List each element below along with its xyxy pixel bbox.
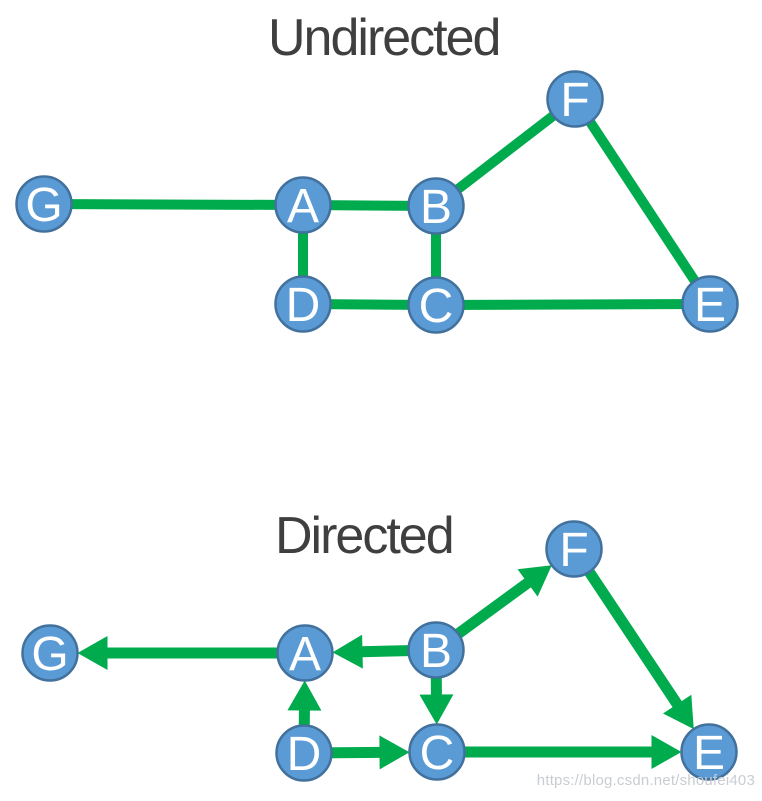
arrowhead-directed-B-to-A (332, 634, 363, 669)
node-undirected-A (274, 176, 332, 234)
node-label-undirected-G: G (25, 179, 62, 232)
node-label-directed-G: G (31, 628, 68, 681)
node-directed-B (407, 621, 465, 679)
node-undirected-D (274, 275, 332, 333)
node-directed-A (276, 624, 334, 682)
node-undirected-F (546, 70, 604, 128)
node-directed-D (275, 724, 333, 782)
node-label-undirected-F: F (560, 74, 589, 127)
node-label-directed-C: C (420, 727, 455, 780)
watermark-url: https://blog.csdn.net/shoufei403 (536, 772, 755, 789)
edge-undirected-B-F (432, 95, 579, 210)
node-label-directed-A: A (289, 628, 321, 681)
edge-directed-F-to-E (569, 545, 683, 709)
node-label-undirected-D: D (286, 279, 321, 332)
node-directed-F (545, 520, 603, 578)
node-label-undirected-C: C (419, 280, 454, 333)
node-label-undirected-A: A (287, 180, 319, 233)
node-directed-E (680, 723, 738, 781)
node-undirected-C (407, 276, 465, 334)
node-undirected-B (407, 177, 465, 235)
arrowhead-directed-D-to-C (379, 735, 410, 770)
edge-undirected-G-A (43, 199, 304, 210)
edge-undirected-C-E (435, 299, 711, 310)
node-label-directed-B: B (420, 625, 452, 678)
node-label-directed-F: F (559, 524, 588, 577)
arrowhead-directed-F-to-E (663, 694, 694, 730)
node-directed-G (21, 624, 79, 682)
node-undirected-E (681, 275, 739, 333)
arrowhead-directed-B-to-F (517, 565, 552, 597)
edge-undirected-F-E (570, 96, 715, 307)
node-label-undirected-B: B (420, 181, 452, 234)
node-label-directed-E: E (693, 727, 725, 780)
directed-graph-title: Directed (275, 507, 455, 565)
arrowhead-directed-D-to-A (287, 680, 322, 711)
node-label-undirected-E: E (694, 279, 726, 332)
node-label-directed-D: D (287, 728, 322, 781)
node-directed-C (408, 723, 466, 781)
arrowhead-directed-A-to-G (77, 636, 108, 670)
arrowhead-directed-B-to-C (419, 694, 454, 725)
undirected-graph-title: Undirected (268, 9, 501, 67)
arrowhead-directed-C-to-E (651, 735, 682, 769)
node-undirected-G (15, 175, 73, 233)
